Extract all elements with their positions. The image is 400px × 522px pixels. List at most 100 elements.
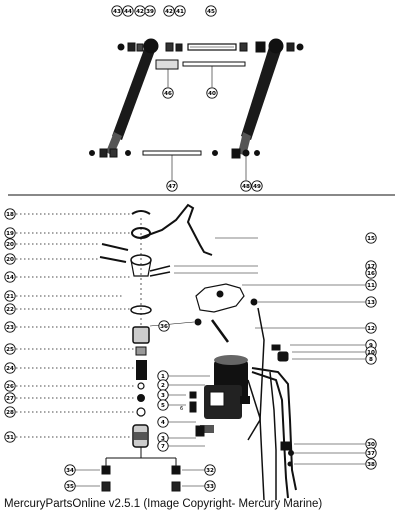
callout-left-column: 14 xyxy=(4,271,16,283)
svg-text:21: 21 xyxy=(6,294,14,300)
svg-text:31: 31 xyxy=(6,435,14,441)
callout-left-column: 19 xyxy=(4,227,16,239)
callout-right-column: 38 xyxy=(365,458,377,470)
svg-text:7: 7 xyxy=(161,444,165,450)
callout-right-column: 8 xyxy=(365,353,377,365)
callout-top: 44 xyxy=(122,5,134,17)
image-credit: MercuryPartsOnline v2.5.1 (Image Copyrig… xyxy=(4,498,323,510)
svg-text:33: 33 xyxy=(206,484,214,490)
callout-left-column: 27 xyxy=(4,392,16,404)
callout-pump: 2 xyxy=(157,379,169,391)
svg-text:16: 16 xyxy=(367,271,375,277)
svg-text:10: 10 xyxy=(367,350,375,356)
svg-text:41: 41 xyxy=(176,9,184,15)
svg-text:42: 42 xyxy=(136,9,144,15)
callout-left-column: 25 xyxy=(4,343,16,355)
callout-bottom-right: 33 xyxy=(204,480,216,492)
svg-text:18: 18 xyxy=(6,212,14,218)
svg-text:20: 20 xyxy=(6,257,14,263)
svg-text:49: 49 xyxy=(253,184,261,190)
callout-right-column: 13 xyxy=(365,296,377,308)
svg-text:37: 37 xyxy=(367,451,375,457)
callout-bottom-left: 35 xyxy=(64,480,76,492)
trim-cylinder-assembly xyxy=(89,38,304,180)
svg-text:23: 23 xyxy=(6,325,14,331)
svg-text:40: 40 xyxy=(208,91,216,97)
callout-bottom-right: 32 xyxy=(204,464,216,476)
svg-text:19: 19 xyxy=(6,231,14,237)
svg-text:8: 8 xyxy=(369,357,373,363)
callout-right-column: 15 xyxy=(365,232,377,244)
svg-text:48: 48 xyxy=(242,184,250,190)
svg-text:12: 12 xyxy=(367,326,375,332)
callout-bottom-left: 34 xyxy=(64,464,76,476)
svg-text:27: 27 xyxy=(6,396,14,402)
callout-top: 42 xyxy=(163,5,175,17)
callout-mid-right: 40 xyxy=(206,87,218,99)
callout-left-column: 24 xyxy=(4,362,16,374)
callout-left-column: 26 xyxy=(4,380,16,392)
callout-mid-left: 46 xyxy=(162,87,174,99)
svg-text:36: 36 xyxy=(160,324,168,330)
callout-top: 45 xyxy=(205,5,217,17)
svg-text:2: 2 xyxy=(161,383,165,389)
callout-right-column: 37 xyxy=(365,447,377,459)
callout-small: 6 xyxy=(180,406,183,412)
svg-text:47: 47 xyxy=(168,184,176,190)
svg-text:9: 9 xyxy=(369,343,373,349)
svg-text:17: 17 xyxy=(367,264,375,270)
svg-text:46: 46 xyxy=(164,91,172,97)
svg-text:13: 13 xyxy=(367,300,375,306)
callout-left-column: 21 xyxy=(4,290,16,302)
callout-lower-rod: 47 xyxy=(166,180,178,192)
svg-text:38: 38 xyxy=(367,462,375,468)
callout-left-column: 28 xyxy=(4,406,16,418)
callout-left-column: 18 xyxy=(4,208,16,220)
callout-lower-right: 49 xyxy=(251,180,263,192)
svg-text:34: 34 xyxy=(66,468,74,474)
callout-right-column: 16 xyxy=(365,267,377,279)
svg-text:35: 35 xyxy=(66,484,74,490)
callout-left-column: 22 xyxy=(4,303,16,315)
svg-text:3: 3 xyxy=(161,436,165,442)
svg-text:42: 42 xyxy=(165,9,173,15)
svg-text:39: 39 xyxy=(146,9,154,15)
svg-text:26: 26 xyxy=(6,384,14,390)
callout-right-column: 11 xyxy=(365,279,377,291)
svg-text:4: 4 xyxy=(161,420,165,426)
svg-text:15: 15 xyxy=(367,236,375,242)
svg-text:22: 22 xyxy=(6,307,14,313)
callout-pump: 4 xyxy=(157,416,169,428)
callout-left-column: 31 xyxy=(4,431,16,443)
callout-pump: 1 xyxy=(157,370,169,382)
callout-top: 42 xyxy=(134,5,146,17)
svg-text:30: 30 xyxy=(367,442,375,448)
svg-text:5: 5 xyxy=(161,403,165,409)
svg-text:32: 32 xyxy=(206,468,214,474)
svg-text:25: 25 xyxy=(6,347,14,353)
callout-top: 43 xyxy=(111,5,123,17)
callout-pump: 3 xyxy=(157,389,169,401)
svg-text:28: 28 xyxy=(6,410,14,416)
svg-text:11: 11 xyxy=(367,283,375,289)
callout-pump: 5 xyxy=(157,399,169,411)
callout-inline: 36 xyxy=(158,320,170,332)
svg-text:14: 14 xyxy=(6,275,14,281)
callout-left-column: 20 xyxy=(4,253,16,265)
callout-lower-right: 48 xyxy=(240,180,252,192)
svg-text:3: 3 xyxy=(161,393,165,399)
callout-pump: 7 xyxy=(157,440,169,452)
svg-text:20: 20 xyxy=(6,242,14,248)
svg-text:43: 43 xyxy=(113,9,121,15)
callout-left-column: 23 xyxy=(4,321,16,333)
callout-left-column: 20 xyxy=(4,238,16,250)
svg-text:44: 44 xyxy=(124,9,132,15)
pump-motor-assembly xyxy=(16,203,365,501)
svg-text:45: 45 xyxy=(207,9,215,15)
svg-text:24: 24 xyxy=(6,366,14,372)
svg-text:1: 1 xyxy=(161,374,165,380)
callout-top: 41 xyxy=(174,5,186,17)
callout-top: 39 xyxy=(144,5,156,17)
